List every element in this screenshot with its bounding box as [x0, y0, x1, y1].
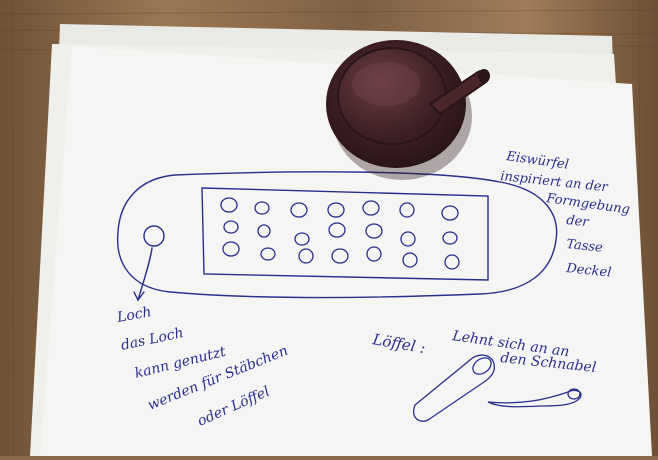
note-eiswurfel-line-4: der: [566, 213, 590, 230]
